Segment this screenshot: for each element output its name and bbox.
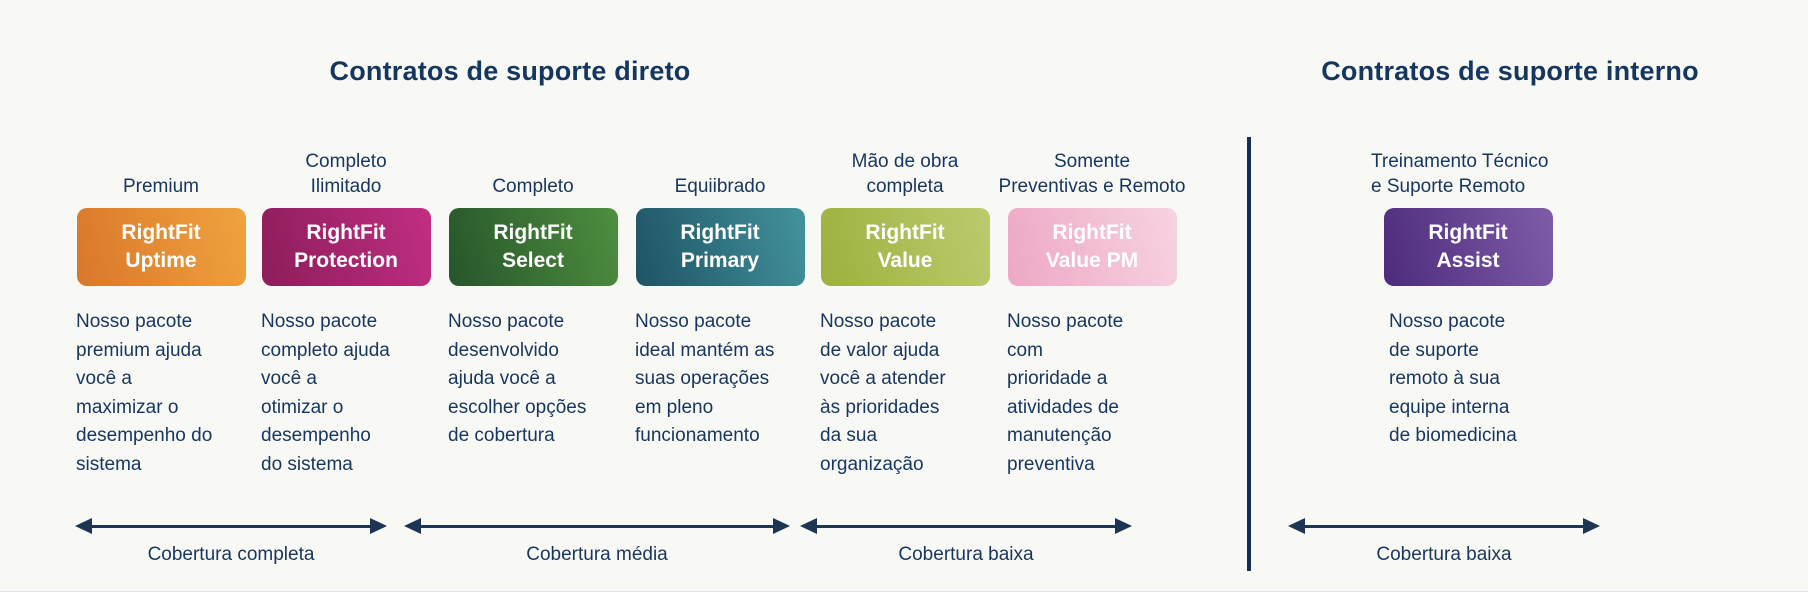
coverage-label: Cobertura média (526, 544, 668, 565)
tier-label: Completo (492, 176, 574, 198)
arrow-left-icon (1288, 518, 1305, 534)
product-description: Nosso pacote ideal mantém as suas operaç… (635, 311, 775, 446)
coverage-arrow-medium: Cobertura média (404, 518, 790, 566)
tier-label: Somente Preventivas e Remoto (998, 150, 1186, 198)
column-rightfit-protection: Completo Ilimitado RightFit Protection N… (241, 140, 451, 479)
product-badge-value-pm: RightFit Value PM (1007, 208, 1177, 286)
section-title-internal-support: Contratos de suporte interno (1321, 56, 1699, 86)
product-badge-protection: RightFit Protection (261, 208, 431, 286)
tier-label: Equiibrado (674, 176, 766, 198)
arrow-shaft (92, 524, 370, 528)
coverage-arrow-low-internal: Cobertura baixa (1288, 518, 1600, 566)
product-badge-assist: RightFit Assist (1383, 208, 1553, 286)
double-arrow-line (1288, 518, 1600, 534)
arrow-right-icon (370, 518, 387, 534)
column-rightfit-value-pm: Somente Preventivas e Remoto RightFit Va… (987, 140, 1197, 479)
product-badge-primary: RightFit Primary (635, 208, 805, 286)
coverage-label: Cobertura completa (147, 544, 315, 565)
double-arrow-line (75, 518, 387, 534)
column-rightfit-assist: Treinamento Técnico e Suporte Remoto Rig… (1363, 140, 1573, 451)
arrow-right-icon (773, 518, 790, 534)
product-badge-value: RightFit Value (820, 208, 990, 286)
tier-label: Mão de obra completa (851, 150, 959, 198)
column-rightfit-value: Mão de obra completa RightFit Value Noss… (800, 140, 1010, 479)
column-rightfit-select: Completo RightFit Select Nosso pacote de… (428, 140, 638, 451)
product-badge-select: RightFit Select (448, 208, 618, 286)
product-description: Nosso pacote desenvolvido ajuda você a e… (448, 311, 587, 446)
coverage-label: Cobertura baixa (898, 544, 1034, 565)
arrow-right-icon (1115, 518, 1132, 534)
arrow-shaft (421, 524, 773, 528)
tier-label: Premium (122, 176, 199, 198)
arrow-shaft (817, 524, 1115, 528)
section-divider-line (1247, 137, 1251, 571)
arrow-right-icon (1583, 518, 1600, 534)
arrow-left-icon (404, 518, 421, 534)
product-description: Nosso pacote completo ajuda você a otimi… (261, 311, 390, 475)
arrow-left-icon (800, 518, 817, 534)
arrow-shaft (1305, 524, 1583, 528)
product-badge-uptime: RightFit Uptime (76, 208, 246, 286)
tier-label: Completo Ilimitado (305, 150, 387, 198)
coverage-arrow-low-direct: Cobertura baixa (800, 518, 1132, 566)
product-description: Nosso pacote com prioridade a atividades… (1007, 311, 1124, 475)
section-title-direct-support: Contratos de suporte direto (329, 56, 691, 86)
tier-label: Treinamento Técnico e Suporte Remoto (1371, 150, 1549, 198)
coverage-arrow-complete: Cobertura completa (75, 518, 387, 566)
bottom-edge-strip (0, 591, 1808, 600)
product-description: Nosso pacote de valor ajuda você a atend… (820, 311, 946, 475)
column-rightfit-uptime: Premium RightFit Uptime Nosso pacote pre… (56, 140, 266, 479)
arrow-left-icon (75, 518, 92, 534)
double-arrow-line (404, 518, 790, 534)
column-rightfit-primary: Equiibrado RightFit Primary Nosso pacote… (615, 140, 825, 451)
product-description: Nosso pacote de suporte remoto à sua equ… (1389, 311, 1517, 446)
coverage-label: Cobertura baixa (1376, 544, 1512, 565)
product-description: Nosso pacote premium ajuda você a maximi… (76, 311, 213, 475)
double-arrow-line (800, 518, 1132, 534)
